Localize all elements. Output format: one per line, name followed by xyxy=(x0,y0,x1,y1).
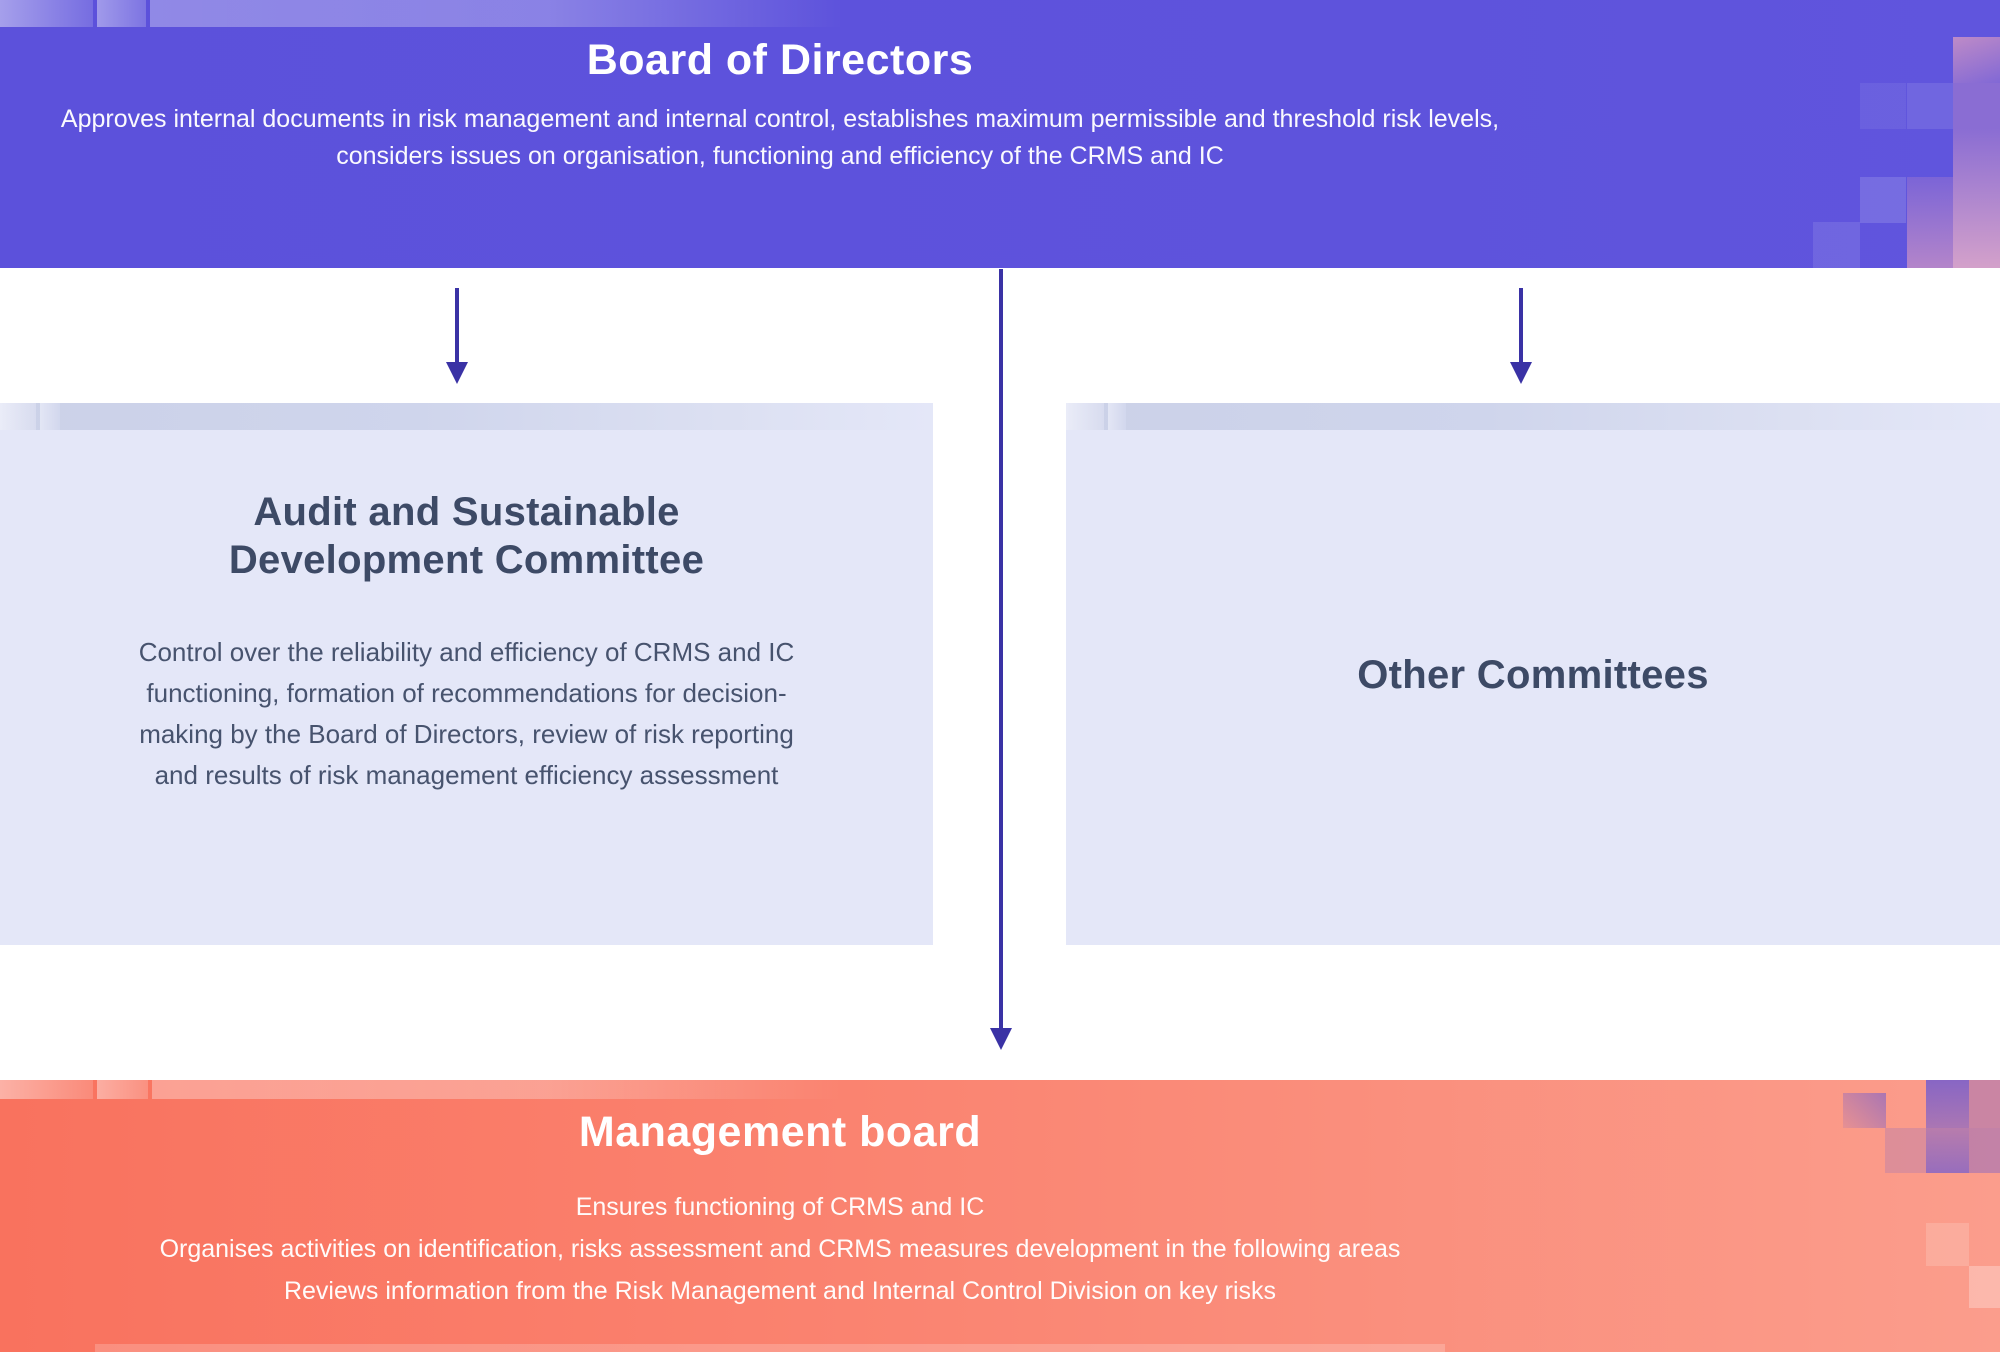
pixel-decoration xyxy=(40,403,60,430)
audit-box-description-line-3: making by the Board of Directors, review… xyxy=(139,719,794,749)
pixel-decoration xyxy=(152,1080,872,1099)
board-of-directors-banner xyxy=(0,0,2000,268)
board-subtitle-line-2: considers issues on organisation, functi… xyxy=(336,142,1224,170)
audit-box-title-line-2: Development Committee xyxy=(228,538,705,582)
other-committees-box xyxy=(1066,403,2000,945)
pixel-decoration xyxy=(0,403,36,430)
board-banner-subtitle: Approves internal documents in risk mana… xyxy=(0,101,1560,175)
pixel-decoration xyxy=(1108,403,1126,430)
pixel-decoration xyxy=(1907,83,1953,129)
audit-committee-box xyxy=(0,403,933,945)
management-line-1: Ensures functioning of CRMS and IC xyxy=(575,1193,985,1221)
management-line-2: Organises activities on identification, … xyxy=(159,1235,1401,1263)
audit-box-description-line-1: Control over the reliability and efficie… xyxy=(138,637,795,667)
audit-box-description-line-4: and results of risk management efficienc… xyxy=(154,760,779,790)
pixel-decoration xyxy=(1926,1223,1969,1266)
pixel-decoration xyxy=(1066,403,1104,430)
audit-box-description: Control over the reliability and efficie… xyxy=(0,632,933,796)
pixel-decoration xyxy=(1969,1080,2000,1128)
audit-box-header-strip xyxy=(0,403,933,430)
pixel-decoration xyxy=(1907,177,1953,268)
other-box-title: Other Committees xyxy=(1357,653,1709,697)
pixel-decoration xyxy=(97,0,146,27)
pixel-decoration xyxy=(1953,129,2000,268)
management-line-3: Reviews information from the Risk Manage… xyxy=(283,1277,1277,1305)
audit-box-description-line-2: functioning, formation of recommendation… xyxy=(146,678,787,708)
pixel-decoration xyxy=(1860,83,1906,129)
management-banner-title: Management board xyxy=(578,1108,982,1156)
pixel-decoration xyxy=(95,1344,1445,1352)
board-subtitle-line-1: Approves internal documents in risk mana… xyxy=(60,105,1500,133)
pixel-decoration xyxy=(1813,222,1860,268)
audit-box-title: Audit and Sustainable Development Commit… xyxy=(0,488,933,584)
pixel-decoration xyxy=(1953,37,2000,83)
audit-box-title-line-1: Audit and Sustainable xyxy=(253,490,680,534)
board-banner-title: Board of Directors xyxy=(586,36,974,84)
pixel-decoration xyxy=(1843,1093,1886,1128)
pixel-decoration xyxy=(0,0,93,27)
pixel-decoration xyxy=(1953,83,2000,129)
pixel-decoration xyxy=(150,0,872,27)
other-box-header-strip xyxy=(1066,403,2000,430)
pixel-decoration xyxy=(0,1080,93,1099)
pixel-decoration xyxy=(1969,1266,2000,1308)
management-board-banner xyxy=(0,1080,2000,1352)
pixel-decoration xyxy=(1926,1080,1969,1128)
management-banner-subtitle: Ensures functioning of CRMS and IC Organ… xyxy=(0,1186,1560,1312)
pixel-decoration xyxy=(1860,177,1906,223)
pixel-decoration xyxy=(97,1080,148,1099)
pixel-decoration xyxy=(1885,1128,1926,1173)
pixel-decoration xyxy=(1969,1128,2000,1173)
pixel-decoration xyxy=(1926,1128,1969,1173)
